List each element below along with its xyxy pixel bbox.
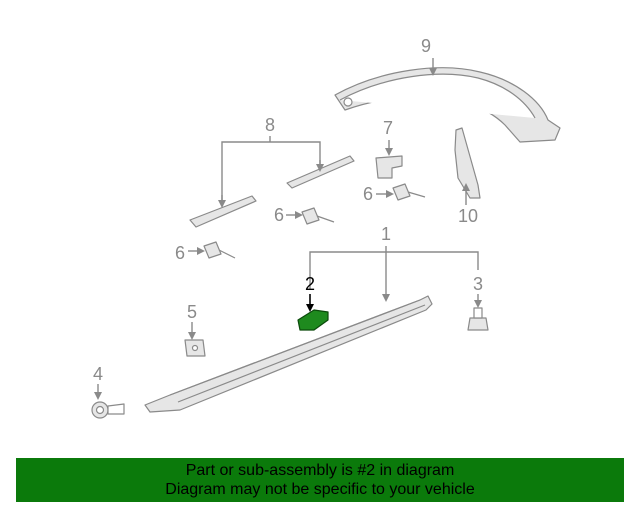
part-8-molding-strips <box>189 155 355 228</box>
part-5-clip-nut <box>184 339 206 357</box>
callout-8: 8 <box>265 115 275 135</box>
banner-line-1: Part or sub-assembly is #2 in diagram <box>185 462 455 479</box>
callout-6c: 6 <box>175 243 185 263</box>
callout-5: 5 <box>187 302 197 322</box>
part-3-push-nut <box>467 307 489 331</box>
callout-6b: 6 <box>274 205 284 225</box>
part-9-wheel-arch-molding <box>334 67 561 143</box>
part-10-pillar-trim <box>454 127 481 199</box>
callout-4: 4 <box>93 364 103 384</box>
leader-1 <box>309 251 479 290</box>
callout-10: 10 <box>458 206 478 226</box>
part-6-screw-a <box>392 183 426 201</box>
leader-8 <box>221 141 321 205</box>
callout-2: 2 <box>305 274 315 294</box>
part-4-screw <box>91 401 125 419</box>
callout-1: 1 <box>381 224 391 244</box>
banner-line-2: Diagram may not be specific to your vehi… <box>165 481 475 498</box>
part-7-bracket <box>375 155 403 179</box>
parts-diagram: 9 10 7 8 6 6 6 1 <box>91 36 561 419</box>
callout-6a: 6 <box>363 184 373 204</box>
part-6-screw-b <box>301 207 335 225</box>
callout-7: 7 <box>383 118 393 138</box>
callout-3: 3 <box>473 274 483 294</box>
part-2-clip-highlighted <box>297 309 329 331</box>
callout-9: 9 <box>421 36 431 56</box>
part-6-screw-c <box>203 241 236 259</box>
info-banner: Part or sub-assembly is #2 in diagram Di… <box>16 458 624 502</box>
part-1-rocker-molding <box>144 295 433 413</box>
